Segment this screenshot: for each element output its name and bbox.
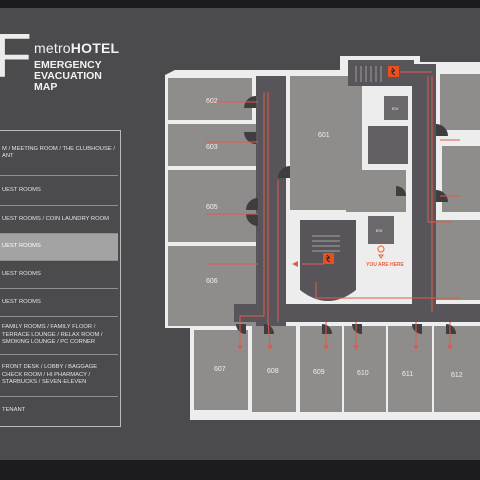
legend-row-current: UEST ROOMS xyxy=(0,234,118,261)
brand-light: metro xyxy=(34,40,71,56)
room-602 xyxy=(168,78,252,120)
room-number: 608 xyxy=(267,368,279,375)
you-are-here-pin-icon xyxy=(377,245,385,259)
elevator-label: E/V xyxy=(376,228,383,233)
title-line-3: MAP xyxy=(34,81,58,93)
legend-row: UEST ROOMS / COIN LAUNDRY ROOM xyxy=(0,206,118,234)
room-number: 605 xyxy=(206,204,218,211)
door-swing xyxy=(436,124,448,136)
room-607 xyxy=(194,330,248,410)
route-arrow-icon xyxy=(413,345,419,350)
legend-row: UEST ROOMS xyxy=(0,176,118,206)
route-arrow-icon xyxy=(237,345,243,350)
room-number: 606 xyxy=(206,278,218,285)
exit-figure-icon xyxy=(391,67,396,76)
route-arrow-icon xyxy=(292,261,298,267)
room-number: 601 xyxy=(318,132,330,139)
room-611 xyxy=(388,326,432,412)
legend-row: UEST ROOMS xyxy=(0,289,118,317)
room-number: 603 xyxy=(206,144,218,151)
legend-row: M / MEETING ROOM / THE CLUBHOUSE / ANT xyxy=(0,131,118,176)
room-right-top xyxy=(440,74,480,130)
door-swing xyxy=(246,198,258,210)
route-arrow-icon xyxy=(267,345,273,350)
room-612 xyxy=(434,326,480,412)
door-swing xyxy=(278,166,290,178)
elevator-top xyxy=(384,96,408,120)
route-arrow-icon xyxy=(353,345,359,350)
floor-legend: M / MEETING ROOM / THE CLUBHOUSE / ANT U… xyxy=(0,130,121,427)
legend-row: FAMILY ROOMS / FAMILY FLOOR / TERRACE LO… xyxy=(0,317,118,355)
door-swing xyxy=(322,324,332,334)
corridor-bottom xyxy=(234,304,480,322)
you-are-here-label: YOU ARE HERE xyxy=(366,262,405,268)
map-title: EMERGENCY EVACUATION MAP xyxy=(34,60,144,93)
legend-row: UEST ROOMS xyxy=(0,261,118,289)
room-number: 607 xyxy=(214,366,226,373)
hotel-logo: metroHOTEL xyxy=(34,40,119,56)
elevator-middle xyxy=(368,216,394,244)
brand-bold: HOTEL xyxy=(70,40,120,56)
door-swing xyxy=(446,324,456,334)
title-line-2: EVACUATION xyxy=(34,70,102,82)
legend-row: TENANT xyxy=(2,407,26,414)
service-room-small xyxy=(368,126,408,164)
room-number: 609 xyxy=(313,369,325,376)
room-number: 612 xyxy=(451,372,463,379)
door-swing xyxy=(352,324,362,334)
room-number: 602 xyxy=(206,98,218,105)
evacuation-route xyxy=(206,71,460,346)
door-swing xyxy=(244,132,256,144)
room-603 xyxy=(168,124,256,166)
room-right-3 xyxy=(436,220,480,300)
elevator-label: E/V xyxy=(392,106,399,111)
room-right-2 xyxy=(442,146,480,212)
exit-figure-icon xyxy=(326,254,331,263)
door-swing xyxy=(246,214,258,226)
room-609 xyxy=(300,326,342,412)
room-605 xyxy=(168,170,258,242)
title-line-1: EMERGENCY xyxy=(34,59,102,71)
floor-letter: F xyxy=(0,22,32,91)
room-610 xyxy=(344,326,386,412)
room-number: 610 xyxy=(357,370,369,377)
route-arrow-icon xyxy=(323,345,329,350)
door-swing xyxy=(412,324,422,334)
legend-row: FRONT DESK / LOBBY / BAGGAGE CHECK ROOM … xyxy=(0,355,118,397)
route-arrow-icon xyxy=(447,345,453,350)
door-swing xyxy=(236,324,246,334)
corridor-left xyxy=(256,76,286,334)
door-swing xyxy=(396,186,406,196)
room-608 xyxy=(252,326,296,412)
room-number: 611 xyxy=(402,371,413,378)
